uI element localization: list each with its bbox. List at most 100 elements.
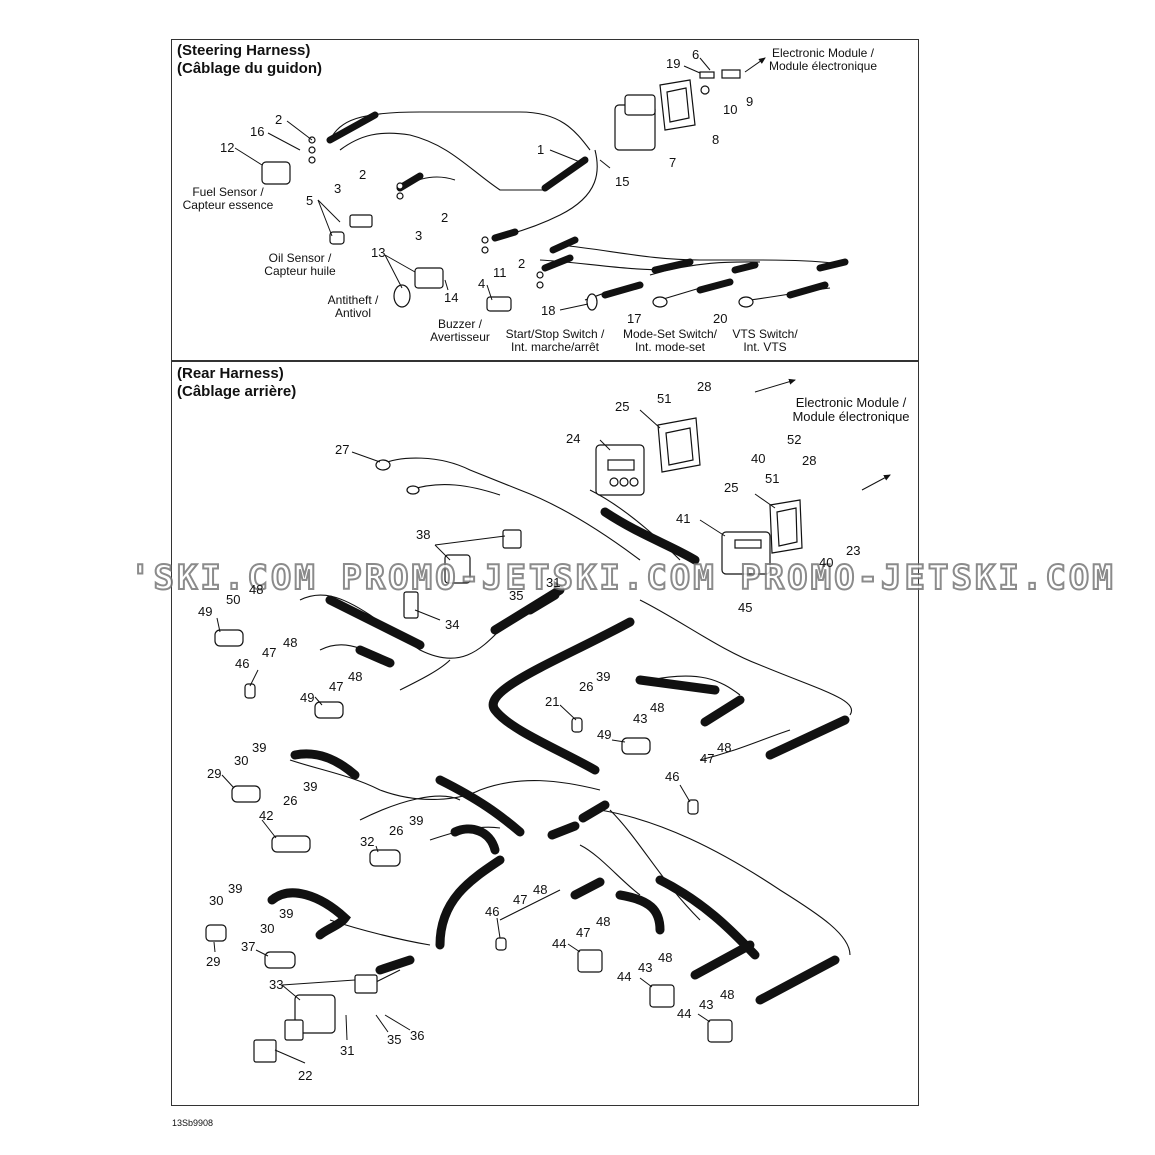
- callout: 20: [713, 311, 728, 326]
- callout: 52: [787, 432, 802, 447]
- callout: 44: [617, 969, 632, 984]
- callout: 39: [228, 881, 243, 896]
- callout: 23: [846, 543, 861, 558]
- callout: 39: [279, 906, 294, 921]
- callout: 8: [712, 132, 720, 147]
- callout: 16: [250, 124, 265, 139]
- rear-title-fr: (Câblage arrière): [177, 383, 297, 400]
- callout: 48: [596, 914, 611, 929]
- callout: 29: [206, 954, 221, 969]
- callout: 18: [541, 303, 556, 318]
- watermark: 'SKI.COM PROMO-JETSKI.COM PROMO-JETSKI.C…: [129, 557, 1116, 599]
- callout: 47: [329, 679, 344, 694]
- callout: 19: [666, 56, 681, 71]
- callout: 48: [283, 635, 298, 650]
- callout: 28: [697, 379, 712, 394]
- callout: 47: [576, 925, 591, 940]
- callout: 48: [249, 582, 264, 597]
- callout: 35: [509, 588, 524, 603]
- callout: 48: [650, 700, 665, 715]
- callout: 1: [537, 142, 545, 157]
- callout: 25: [615, 399, 630, 414]
- steering-leaders: [234, 57, 766, 311]
- callout: 34: [445, 617, 460, 632]
- label-vts-switch: VTS Switch/ Int. VTS: [732, 327, 798, 354]
- callout: 48: [658, 950, 673, 965]
- callout: 47: [700, 751, 715, 766]
- callout: 14: [444, 290, 459, 305]
- steering-harness-panel: [171, 39, 919, 361]
- callout: 21: [545, 694, 560, 709]
- callout: 43: [638, 960, 653, 975]
- callout: 22: [298, 1068, 313, 1083]
- figure-code: 13Sb9908: [172, 1118, 214, 1128]
- callout: 9: [746, 94, 754, 109]
- callout: 42: [259, 808, 274, 823]
- callout: 31: [546, 575, 561, 590]
- callout: 39: [409, 813, 424, 828]
- callout: 44: [677, 1006, 692, 1021]
- rear-leaders: [213, 378, 891, 1064]
- callout: 49: [597, 727, 612, 742]
- callout: 13: [371, 245, 386, 260]
- callout: 41: [676, 511, 691, 526]
- label-antitheft: Antitheft / Antivol: [327, 293, 379, 320]
- callout: 24: [566, 431, 581, 446]
- callout: 51: [765, 471, 780, 486]
- callout: 51: [657, 391, 672, 406]
- callout: 27: [335, 442, 350, 457]
- callout: 4: [478, 276, 486, 291]
- callout: 2: [518, 256, 526, 271]
- callout: 30: [209, 893, 224, 908]
- callout: 37: [241, 939, 256, 954]
- callout: 7: [669, 155, 677, 170]
- callout: 26: [579, 679, 594, 694]
- callout: 45: [738, 600, 753, 615]
- callout: 15: [615, 174, 630, 189]
- callout: 40: [751, 451, 766, 466]
- label-electronic-module-steering: Electronic Module / Module électronique: [768, 46, 878, 73]
- label-start-stop-switch: Start/Stop Switch / Int. marche/arrêt: [505, 327, 605, 354]
- callout: 46: [665, 769, 680, 784]
- callout: 48: [720, 987, 735, 1002]
- callout: 44: [552, 936, 567, 951]
- rear-components: [205, 417, 803, 1063]
- callout: 43: [699, 997, 714, 1012]
- callout: 36: [410, 1028, 425, 1043]
- steering-title-en: (Steering Harness): [177, 42, 311, 59]
- callout: 38: [416, 527, 431, 542]
- steering-components: [261, 69, 754, 312]
- steering-title-fr: (Câblage du guidon): [177, 60, 322, 77]
- callout: 2: [359, 167, 367, 182]
- steering-wires: [329, 111, 846, 301]
- callout: 31: [340, 1043, 355, 1058]
- callout: 26: [283, 793, 298, 808]
- callout: 48: [533, 882, 548, 897]
- callout: 39: [303, 779, 318, 794]
- callout: 2: [441, 210, 449, 225]
- callout: 49: [300, 690, 315, 705]
- label-oil-sensor: Oil Sensor / Capteur huile: [264, 251, 336, 278]
- callout: 5: [306, 193, 314, 208]
- callout: 17: [627, 311, 642, 326]
- callout: 48: [717, 740, 732, 755]
- callout: 49: [198, 604, 213, 619]
- callout: 43: [633, 711, 648, 726]
- callout: 25: [724, 480, 739, 495]
- callout: 39: [252, 740, 267, 755]
- callout: 2: [275, 112, 283, 127]
- callout: 11: [493, 265, 507, 280]
- callout: 39: [596, 669, 611, 684]
- callout: 26: [389, 823, 404, 838]
- callout: 30: [260, 921, 275, 936]
- callout: 32: [360, 834, 375, 849]
- callout: 47: [262, 645, 277, 660]
- callout: 47: [513, 892, 528, 907]
- label-fuel-sensor: Fuel Sensor / Capteur essence: [182, 185, 274, 212]
- callout: 46: [485, 904, 500, 919]
- callout: 12: [220, 140, 235, 155]
- callout: 10: [723, 102, 738, 117]
- callout: 28: [802, 453, 817, 468]
- callout: 3: [415, 228, 423, 243]
